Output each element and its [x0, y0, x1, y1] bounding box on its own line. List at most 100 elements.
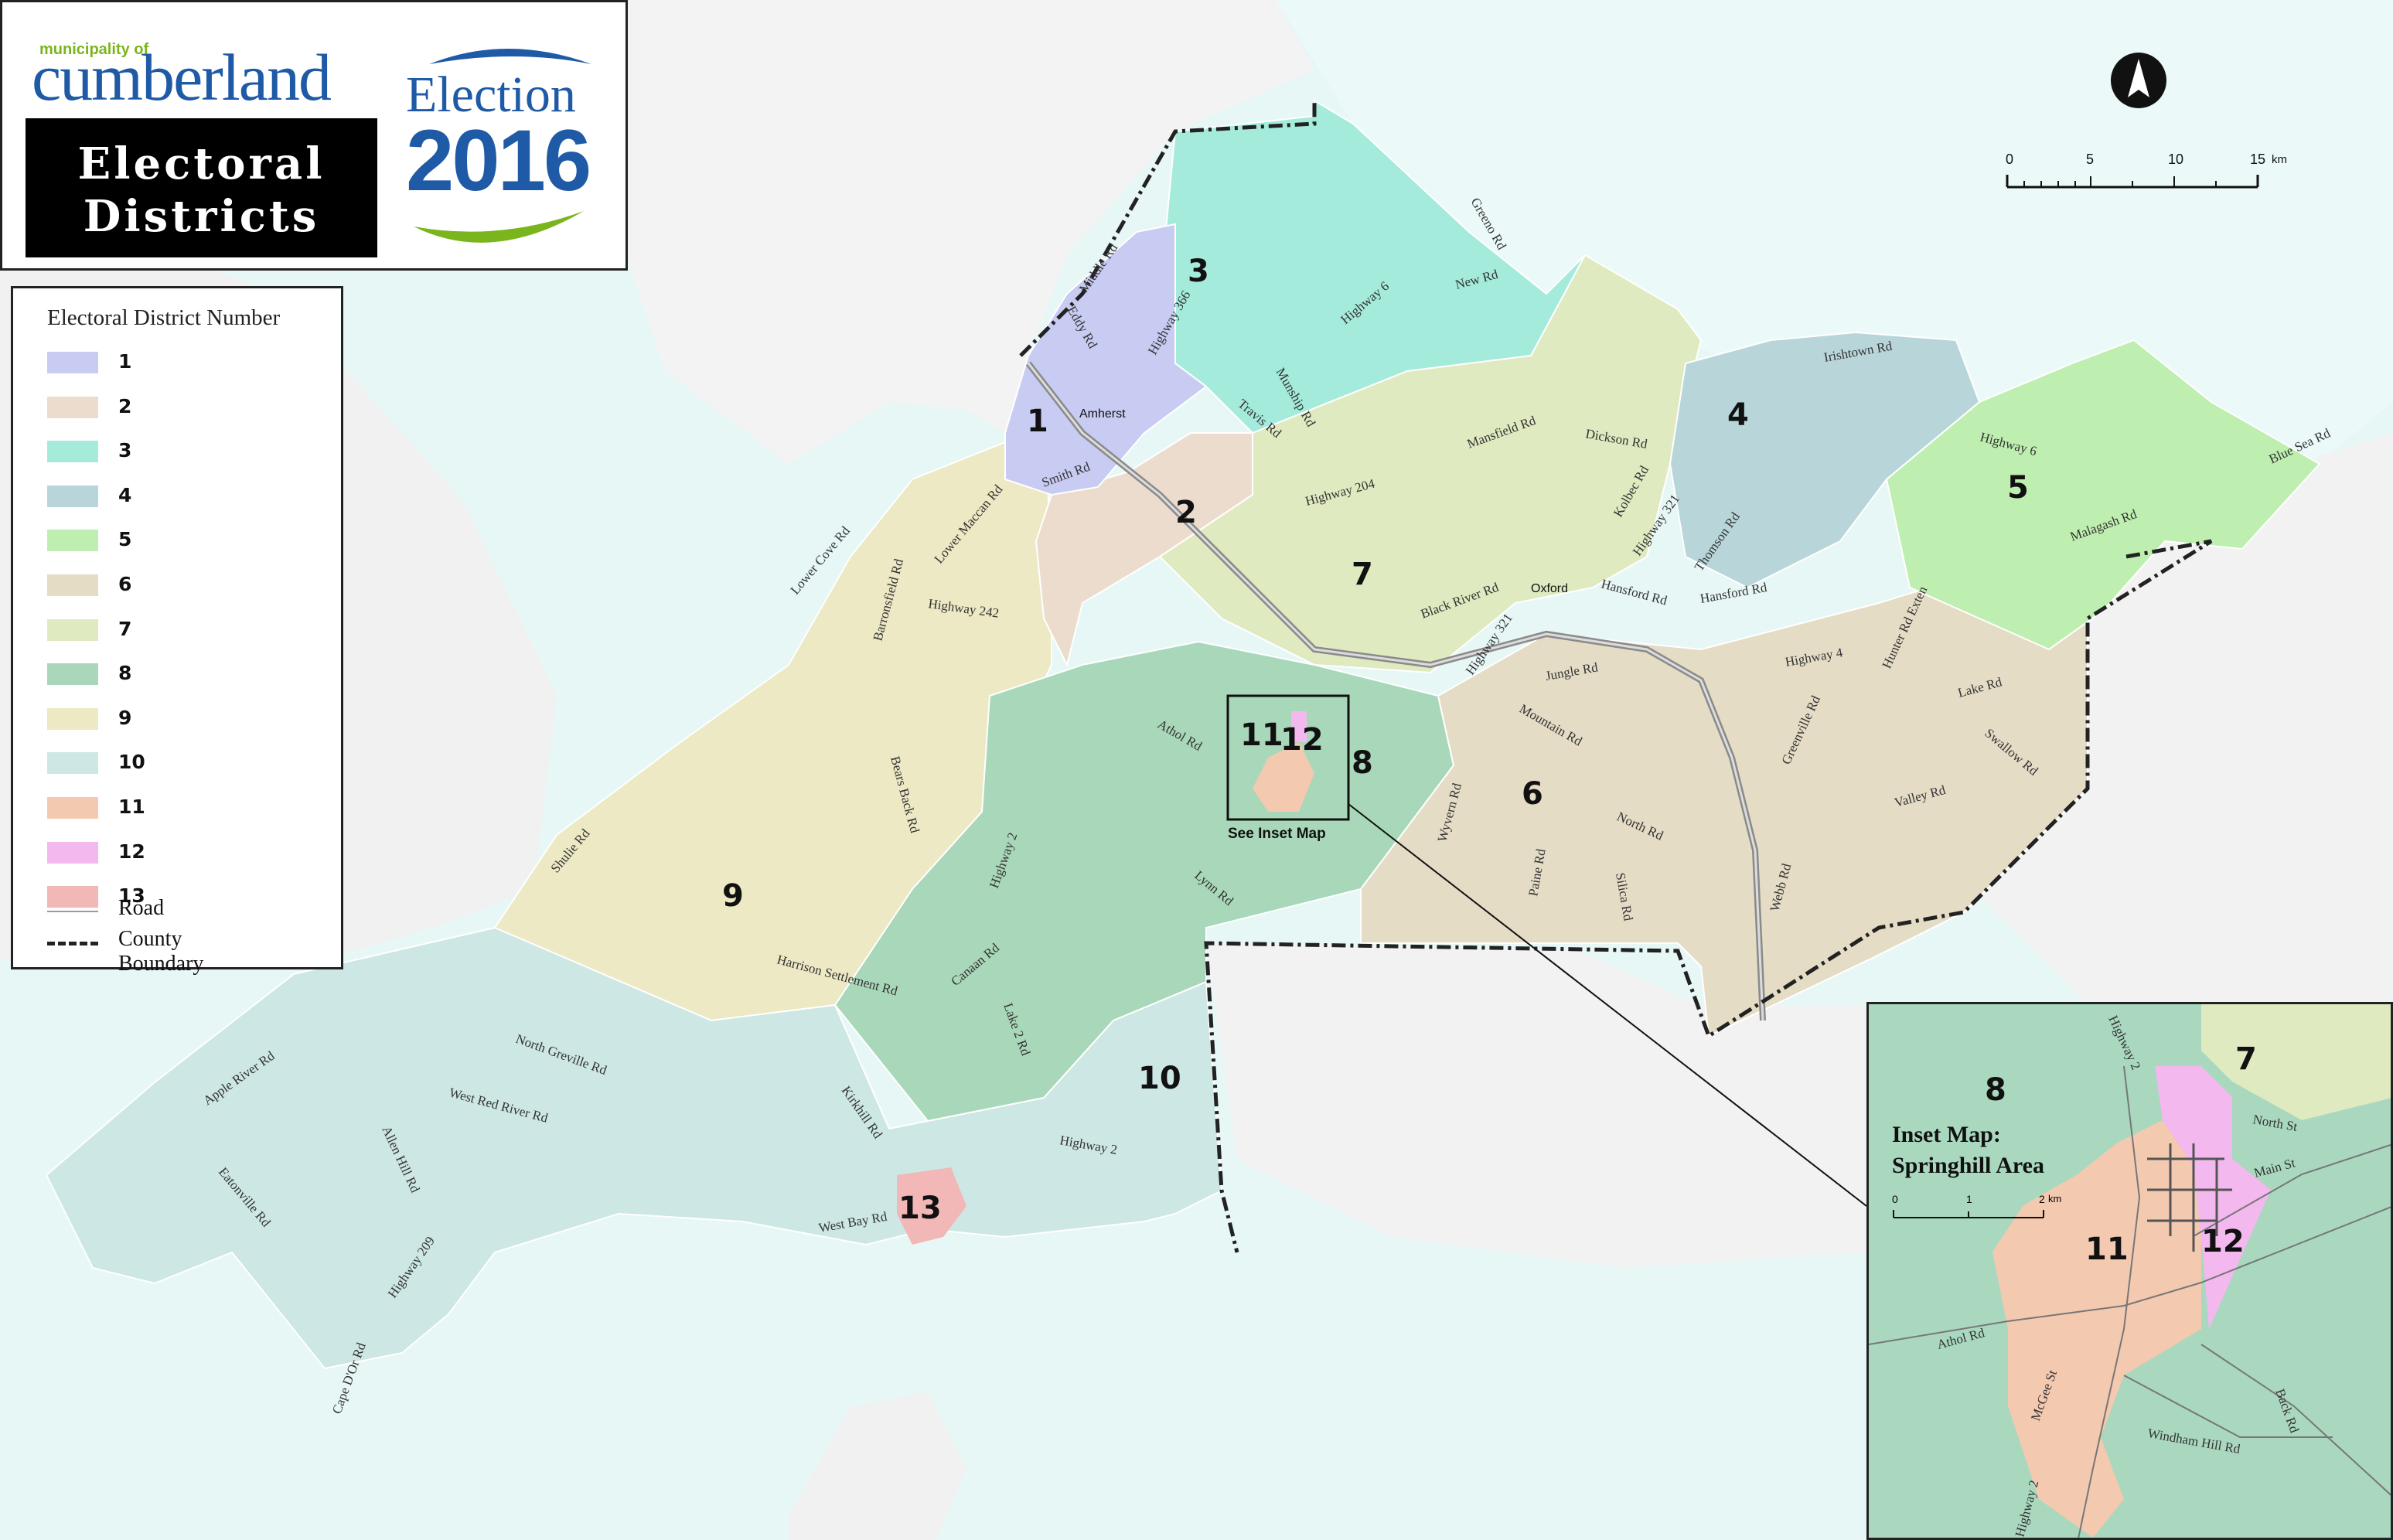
district-2 — [1035, 432, 1253, 667]
inset-scale-tick-2: 2 — [2039, 1193, 2045, 1205]
legend-district-label: 10 — [118, 751, 145, 774]
district-label-2: 2 — [1175, 495, 1197, 530]
road-line-symbol — [47, 911, 98, 912]
legend-boundary-label: County Boundary — [118, 927, 204, 976]
legend-district-label: 5 — [118, 528, 132, 551]
legend-swatch — [47, 485, 98, 507]
inset-road-back-rd: Back Rd — [2272, 1387, 2302, 1435]
legend-swatch — [47, 396, 98, 418]
inset-scale-bar: 0 1 2 km — [1892, 1193, 2070, 1224]
inset-scale-graphic — [1893, 1210, 2044, 1218]
town-oxford: Oxford — [1531, 582, 1568, 595]
district-11 — [1253, 742, 1314, 812]
district-6 — [1360, 555, 2088, 1037]
inset-road-highway-2-south: Highway 2 — [2013, 1479, 2042, 1538]
legend-district-label: 6 — [118, 573, 132, 595]
inset-map-springhill[interactable]: Inset Map: Springhill Area 0 1 2 km 8 7 … — [1866, 1002, 2393, 1540]
district-13 — [897, 1167, 966, 1245]
district-label-11: 11 — [1240, 717, 1283, 753]
scale-tick-10: 10 — [2168, 152, 2184, 167]
inset-district-label-11: 11 — [2085, 1232, 2129, 1267]
district-label-6: 6 — [1522, 776, 1543, 812]
scale-bar: 0 5 10 15 km — [2006, 152, 2287, 198]
inset-title-line2: Springhill Area — [1892, 1153, 2044, 1178]
legend-district-label: 9 — [118, 706, 132, 729]
legend-swatch — [47, 574, 98, 596]
legend-district-label: 8 — [118, 662, 132, 685]
district-5 — [1885, 339, 2321, 651]
election-word: Election — [406, 66, 576, 123]
municipality-tagline: municipality of — [39, 41, 149, 58]
legend-road-label: Road — [118, 896, 165, 920]
inset-scale-tick-0: 0 — [1892, 1193, 1898, 1205]
inset-district-11 — [1992, 1120, 2201, 1538]
legend-title: Electoral District Number — [47, 305, 281, 330]
legend-swatch — [47, 618, 98, 641]
county-boundary — [1019, 101, 2213, 1253]
legend-district-label: 7 — [118, 617, 132, 640]
legend-swatch — [47, 886, 98, 908]
election-swoosh-icon — [414, 49, 591, 243]
inset-district-label-7: 7 — [2235, 1041, 2257, 1077]
inset-leader-line — [1348, 803, 1867, 1207]
inset-scale-unit: km — [2048, 1193, 2062, 1204]
scale-tick-0: 0 — [2006, 152, 2014, 167]
inset-road-mcgee-st: McGee St — [2028, 1368, 2060, 1422]
county-boundary-symbol — [47, 942, 98, 945]
legend-district-label: 12 — [118, 840, 145, 863]
legend-swatch — [47, 752, 98, 775]
inset-locator-box — [1226, 694, 1350, 821]
highway-104-core — [1027, 363, 1764, 1021]
district-label-5: 5 — [2007, 470, 2029, 506]
legend-district-label: 4 — [118, 483, 132, 506]
district-label-3: 3 — [1188, 254, 1209, 289]
scale-tick-5: 5 — [2086, 152, 2095, 167]
district-label-13: 13 — [898, 1191, 942, 1226]
map-title-line1: Electoral — [77, 138, 326, 189]
municipality-logo: cumberland — [32, 40, 332, 114]
legend-district-label: 3 — [118, 439, 132, 462]
legend-district-label: 13 — [118, 884, 145, 908]
inset-district-12 — [2155, 1066, 2271, 1329]
inset-note: See Inset Map — [1228, 826, 1326, 842]
land-northwest — [611, 0, 1314, 464]
inset-district-label-12: 12 — [2201, 1224, 2245, 1259]
legend-district-label: 11 — [118, 796, 145, 818]
inset-district-7 — [2201, 1004, 2391, 1120]
land-south — [789, 1392, 966, 1540]
inset-road-highway-2-north: Highway 2 — [2105, 1014, 2143, 1072]
district-label-10: 10 — [1138, 1061, 1181, 1096]
scale-graphic — [2006, 175, 2259, 189]
inset-scale-tick-1: 1 — [1966, 1193, 1972, 1205]
legend-swatch — [47, 352, 98, 373]
scale-tick-15: 15 — [2250, 152, 2266, 167]
inset-road-north-st: North St — [2252, 1112, 2299, 1134]
district-label-4: 4 — [1727, 397, 1749, 433]
district-label-8: 8 — [1352, 745, 1373, 781]
inset-road-athol-rd: Athol Rd — [1935, 1325, 1986, 1352]
district-label-7: 7 — [1352, 557, 1373, 592]
legend-district-label: 2 — [118, 394, 132, 417]
title-panel: municipality of cumberland Electoral Dis… — [0, 0, 628, 271]
map-title-line2: Districts — [83, 191, 320, 242]
land-southeast — [1206, 943, 1866, 1268]
legend-swatch — [47, 797, 98, 819]
legend-swatch — [47, 663, 98, 686]
town-amherst: Amherst — [1079, 407, 1126, 421]
district-12 — [1291, 711, 1307, 742]
legend-swatch — [47, 841, 98, 864]
district-label-1: 1 — [1027, 404, 1048, 439]
inset-title-line1: Inset Map: — [1892, 1122, 2001, 1147]
legend-district-label: 1 — [118, 350, 132, 373]
inset-map-graphic — [1869, 1004, 2391, 1538]
inset-labels: 8 7 11 12 Highway 2 North St Main St Ath… — [1935, 1014, 2302, 1538]
legend-swatch — [47, 441, 98, 463]
district-10 — [45, 926, 1223, 1370]
district-label-9: 9 — [722, 878, 744, 914]
district-label-12: 12 — [1280, 722, 1324, 758]
election-year: 2016 — [406, 112, 591, 209]
legend-swatch — [47, 530, 98, 552]
map-title-box: Electoral Districts — [26, 118, 377, 257]
inset-district-label-8: 8 — [1985, 1072, 2006, 1108]
